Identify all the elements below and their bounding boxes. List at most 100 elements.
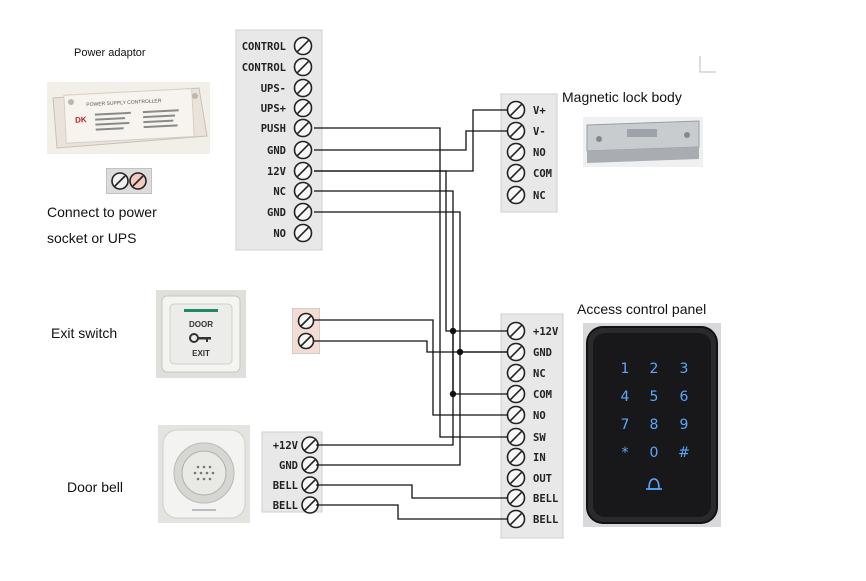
exit-switch-image: DOOR EXIT bbox=[156, 290, 246, 378]
ps-terminal-label: UPS+ bbox=[261, 103, 286, 115]
ps-terminal-label: CONTROL bbox=[242, 41, 286, 53]
wire-bell-2 bbox=[316, 504, 508, 520]
ps-terminal-label: NO bbox=[273, 228, 286, 240]
keypad-key: * bbox=[622, 445, 629, 461]
lock-terminal-screw-icon bbox=[506, 121, 526, 141]
ps-terminal-label: GND bbox=[267, 145, 286, 157]
bell-terminal-screw-icon bbox=[301, 496, 319, 514]
keypad-key: 1 bbox=[621, 361, 630, 377]
panel-terminal-label: +12V bbox=[533, 326, 559, 338]
ps-terminal-screw-icon bbox=[293, 36, 313, 56]
panel-terminal-label: GND bbox=[533, 347, 552, 359]
ps-terminal-label: GND bbox=[267, 207, 286, 219]
ps-terminal-label: PUSH bbox=[261, 123, 286, 135]
connect-power-label-line1: Connect to power bbox=[47, 204, 157, 220]
wire-push-sw bbox=[314, 127, 508, 438]
adaptor-brand-logo: DK bbox=[75, 115, 87, 125]
lock-terminal-screw-icon bbox=[506, 163, 526, 183]
access-control-panel: 1 2 3 4 5 6 7 8 9 * 0 # bbox=[583, 323, 721, 527]
ps-terminal-screw-icon bbox=[293, 223, 313, 243]
lock-terminal-screw-icon bbox=[506, 142, 526, 162]
ac-terminal bbox=[105, 167, 153, 195]
lock-terminal-label: NO bbox=[533, 147, 546, 159]
panel-terminal-label: IN bbox=[533, 452, 546, 464]
lock-terminal-screw-icon bbox=[506, 100, 526, 120]
keypad-key: 6 bbox=[680, 389, 689, 405]
ps-terminal-screw-icon bbox=[293, 78, 313, 98]
panel-terminal-label: BELL bbox=[533, 493, 558, 505]
magnetic-lock-label: Magnetic lock body bbox=[562, 89, 682, 105]
ps-terminal-screw-icon bbox=[293, 118, 313, 138]
ps-terminal-screw-icon bbox=[293, 202, 313, 222]
panel-terminal-screw-icon bbox=[506, 468, 526, 488]
keypad-key: 0 bbox=[650, 445, 659, 461]
keypad-key: 4 bbox=[621, 389, 630, 405]
bell-terminal-screw-icon bbox=[301, 456, 319, 474]
ps-terminal-label: CONTROL bbox=[242, 62, 286, 74]
access-panel-label: Access control panel bbox=[577, 301, 707, 317]
bell-terminal-label: GND bbox=[279, 460, 298, 472]
bell-terminal-label: BELL bbox=[273, 500, 298, 512]
wire-12v-panel bbox=[314, 170, 508, 332]
panel-terminal-screw-icon bbox=[506, 342, 526, 362]
exit-button-exit-text: EXIT bbox=[192, 349, 210, 358]
power-adaptor-label: Power adaptor bbox=[74, 47, 146, 59]
ps-terminal-label: NC bbox=[273, 186, 286, 198]
wire-bell-1 bbox=[316, 484, 508, 499]
panel-terminal-label: BELL bbox=[533, 514, 558, 526]
panel-terminal-label: COM bbox=[533, 389, 552, 401]
keypad-key: 9 bbox=[680, 417, 689, 433]
panel-terminal-screw-icon bbox=[506, 427, 526, 447]
panel-terminal-screw-icon bbox=[506, 363, 526, 383]
wire-gnd-lock-vminus bbox=[314, 130, 508, 151]
wire-bell-gnd bbox=[316, 352, 461, 466]
lock-terminal-label: COM bbox=[533, 168, 552, 180]
bell-terminal-label: BELL bbox=[273, 480, 298, 492]
panel-terminal-screw-icon bbox=[506, 447, 526, 467]
keypad: 1 2 3 4 5 6 7 8 9 * 0 # bbox=[621, 361, 690, 490]
ps-terminal-screw-icon bbox=[293, 161, 313, 181]
panel-terminal-label: NO bbox=[533, 410, 546, 422]
adaptor-plate-text: POWER SUPPLY CONTROLLER bbox=[86, 98, 162, 108]
bell-terminal-screw-icon bbox=[301, 436, 319, 454]
keypad-key: 2 bbox=[650, 361, 659, 377]
keypad-key: 5 bbox=[650, 389, 659, 405]
exit-switch-terminal bbox=[291, 307, 321, 355]
panel-terminal-label: SW bbox=[533, 432, 546, 444]
ps-terminal-screw-icon bbox=[293, 181, 313, 201]
magnetic-lock-image bbox=[583, 117, 703, 167]
wire-12v-lock-vplus bbox=[314, 109, 508, 172]
panel-terminal-screw-icon bbox=[506, 405, 526, 425]
lock-terminal-label: V+ bbox=[533, 105, 546, 117]
ps-terminal-label: UPS- bbox=[261, 83, 286, 95]
wire-exit-gnd bbox=[314, 340, 508, 353]
wire-bell-12v bbox=[316, 331, 454, 446]
panel-terminal-label: NC bbox=[533, 368, 546, 380]
bell-icon bbox=[646, 478, 662, 490]
connect-power-label-line2: socket or UPS bbox=[47, 230, 137, 246]
power-adaptor-image: POWER SUPPLY CONTROLLER DK bbox=[47, 82, 210, 154]
panel-terminal-screw-icon bbox=[506, 321, 526, 341]
panel-terminal-screw-icon bbox=[506, 488, 526, 508]
keypad-key: 3 bbox=[680, 361, 689, 377]
panel-terminal-screw-icon bbox=[506, 509, 526, 529]
lock-terminal-screw-icon bbox=[506, 185, 526, 205]
door-bell-image bbox=[158, 425, 250, 523]
ps-terminal-label: 12V bbox=[267, 166, 287, 178]
panel-terminal-screw-icon bbox=[506, 384, 526, 404]
bell-terminal-screw-icon bbox=[301, 476, 319, 494]
bell-terminal-label: +12V bbox=[273, 440, 299, 452]
lock-terminal-label: NC bbox=[533, 190, 546, 202]
keypad-key: 8 bbox=[650, 417, 659, 433]
exit-switch-label: Exit switch bbox=[51, 325, 118, 341]
door-bell-label: Door bell bbox=[67, 479, 124, 495]
wire-exit-no bbox=[314, 319, 508, 416]
ps-terminal-screw-icon bbox=[293, 140, 313, 160]
panel-terminal-label: OUT bbox=[533, 473, 552, 485]
lock-terminal-label: V- bbox=[533, 126, 546, 138]
wire-nc-com bbox=[314, 190, 508, 395]
ps-terminal-screw-icon bbox=[293, 98, 313, 118]
keypad-key: 7 bbox=[621, 417, 630, 433]
keypad-key: # bbox=[678, 445, 690, 461]
